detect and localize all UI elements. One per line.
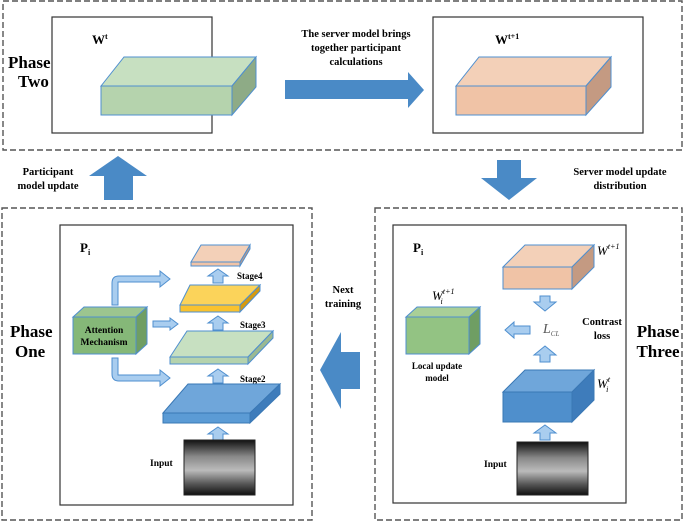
next-training-line2: training	[325, 299, 362, 310]
phase-one-participant-panel	[59, 224, 294, 506]
contrast-loss-line2: loss	[594, 331, 610, 342]
participant-update-up-arrow	[89, 156, 147, 200]
phase-two-label-line1: Phase	[8, 53, 51, 72]
local-updated-model-block	[404, 305, 482, 356]
phase-one-section: Phase One Pi Stage4 Stage3 Stage2	[1, 207, 313, 521]
local-to-loss-up-arrow	[532, 345, 558, 363]
global-weight-t-label: Wt	[92, 32, 108, 47]
server-distribution-down-arrow	[481, 160, 537, 200]
server-to-loss-down-arrow	[532, 295, 558, 312]
participant-update-line1: Participant	[23, 167, 74, 178]
server-weight-label: Wt+1	[597, 242, 619, 258]
local-update-line1: Local update	[412, 361, 462, 371]
phase-three-input-label: Input	[484, 460, 508, 470]
global-model-t-block	[99, 55, 258, 117]
phase-one-participant-label: Pi	[80, 240, 91, 257]
aggregate-text-line2: together participant	[311, 43, 401, 54]
phase-two-label-line2: Two	[18, 72, 49, 91]
stage3-layer	[179, 283, 262, 314]
attention-mechanism-block	[71, 305, 149, 356]
next-training-left-arrow	[320, 332, 360, 409]
stage4-up-arrow	[206, 268, 230, 284]
server-model-block	[501, 243, 596, 291]
stage2-label: Stage2	[240, 374, 266, 384]
aggregate-text-line1: The server model brings	[301, 29, 410, 40]
next-training-line1: Next	[333, 285, 354, 296]
transitions: Participant model update Server model up…	[18, 156, 667, 409]
stage3-label: Stage3	[240, 320, 266, 330]
stage4-output-layer	[190, 243, 251, 268]
stage1-layer	[161, 382, 282, 425]
server-distribution-line2: distribution	[593, 181, 646, 192]
local-model-block	[501, 368, 596, 424]
attention-label-line1: Attention	[85, 326, 124, 336]
phase-one-input-image	[183, 439, 256, 496]
loss-symbol: LCL	[542, 322, 559, 338]
phase-three-label-line2: Three	[636, 342, 680, 361]
phase-one-label-line2: One	[15, 342, 46, 361]
stage2-layer	[169, 329, 275, 366]
phase-two-section: Phase Two Wt The server model brings tog…	[2, 0, 683, 151]
phase-one-input-label: Input	[150, 459, 174, 469]
aggregate-arrow	[285, 72, 424, 108]
contrast-loss-line1: Contrast	[582, 317, 622, 328]
participant-update-line2: model update	[18, 181, 79, 192]
attention-to-stage4-arrow	[111, 269, 171, 306]
global-weight-t1-label: Wt+1	[495, 32, 519, 47]
phase-three-section: Phase Three Pi Wt+1 LCL Contrast loss Wt…	[374, 207, 683, 521]
phase-three-participant-label: Pi	[413, 240, 424, 257]
attention-to-stage3-arrow	[152, 317, 179, 331]
phase-three-label-line1: Phase	[637, 322, 680, 341]
loss-to-local-left-arrow	[504, 320, 531, 340]
server-distribution-line1: Server model update	[573, 167, 666, 178]
phase-three-border	[374, 207, 683, 521]
local-update-line2: model	[425, 373, 449, 383]
global-model-t1-block	[454, 55, 613, 117]
phase-three-input-image	[516, 441, 589, 496]
input-to-local-up-arrow	[532, 424, 558, 441]
stage4-label: Stage4	[237, 271, 263, 281]
phase-one-border	[1, 207, 313, 521]
attention-label-line2: Mechanism	[81, 338, 128, 348]
phase-one-label-line1: Phase	[10, 322, 53, 341]
stage2-up-arrow	[206, 368, 230, 384]
aggregate-text-line3: calculations	[329, 57, 382, 68]
attention-to-stage2-arrow	[111, 357, 171, 388]
stage3-up-arrow	[206, 315, 230, 331]
